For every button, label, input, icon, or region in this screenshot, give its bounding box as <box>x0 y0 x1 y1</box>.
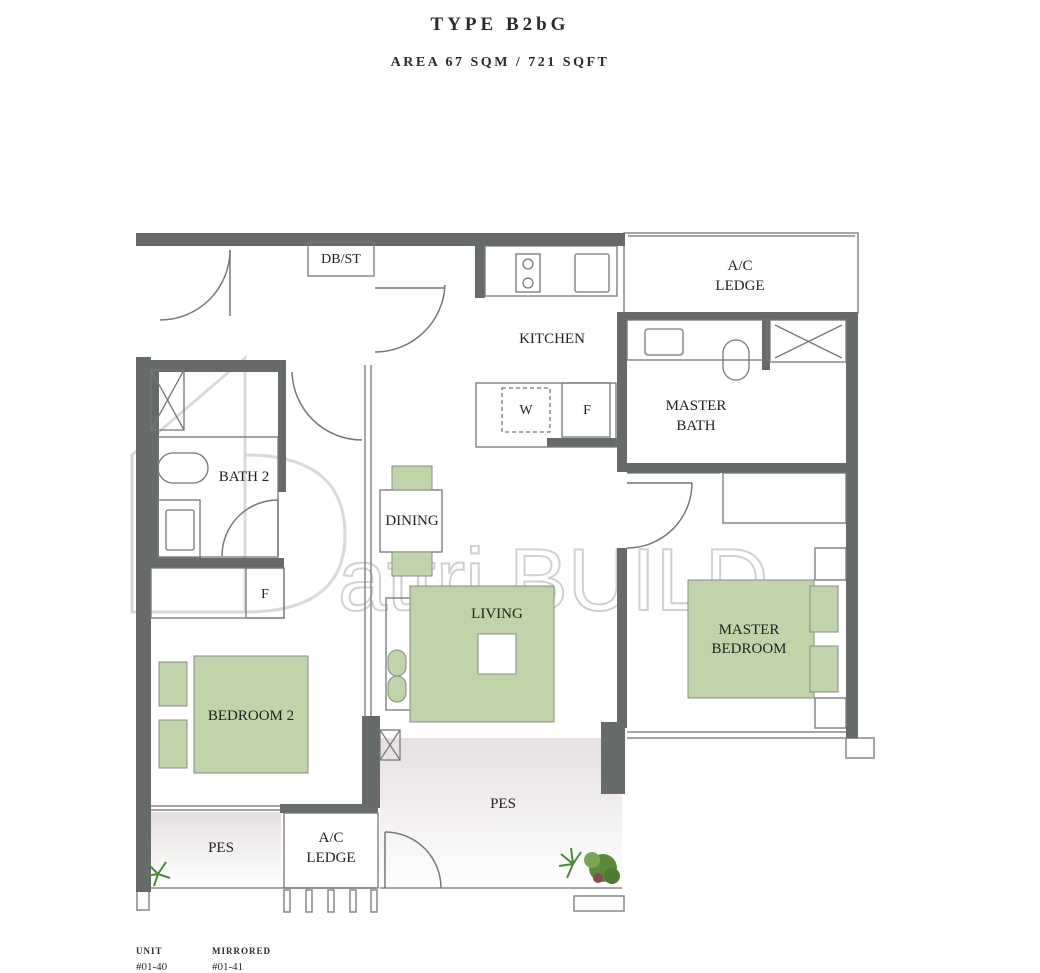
label-pes-main: PES <box>490 796 516 812</box>
door-swings <box>159 249 693 889</box>
label-master-bath-2: BATH <box>676 418 715 434</box>
coffee-table <box>477 633 517 675</box>
label-kitchen: KITCHEN <box>519 331 585 347</box>
label-ac-ledge-bottom-2: LEDGE <box>306 850 355 866</box>
label-master-bath-1: MASTER <box>666 398 727 414</box>
label-ac-ledge-top-2: LEDGE <box>715 278 764 294</box>
plant-icon <box>145 847 620 887</box>
unit-label: UNIT <box>136 946 163 956</box>
mirrored-label: MIRRORED <box>212 946 271 956</box>
walls <box>136 233 858 892</box>
label-master-bedroom-2: BEDROOM <box>711 641 786 657</box>
label-pes-small: PES <box>208 840 234 856</box>
master-bed <box>687 579 815 699</box>
pes-small-floor <box>151 812 281 888</box>
label-ac-ledge-bottom-1: A/C <box>318 830 343 846</box>
label-washer: W <box>519 403 533 418</box>
label-ac-ledge-top-1: A/C <box>727 258 752 274</box>
bedroom2-bed <box>193 655 309 774</box>
plan-area: AREA 67 SQM / 721 SQFT <box>390 55 610 70</box>
dining-chair-bottom <box>391 551 433 577</box>
label-living: LIVING <box>471 606 523 622</box>
label-bedroom2: BEDROOM 2 <box>208 708 294 724</box>
plan-title: TYPE B2bG <box>430 14 570 35</box>
label-wardrobe-f: F <box>261 587 269 602</box>
label-master-bedroom-1: MASTER <box>719 622 780 638</box>
dining-chair-top <box>391 465 433 491</box>
pes-main-floor <box>380 738 622 890</box>
label-bath2: BATH 2 <box>219 469 269 485</box>
room-labels: DB/ST A/C LEDGE KITCHEN W F MASTER BATH … <box>208 252 787 866</box>
unit-value: #01-40 <box>136 961 168 973</box>
mirrored-value: #01-41 <box>212 961 244 973</box>
label-dining: DINING <box>385 513 438 529</box>
label-fridge: F <box>583 403 591 418</box>
label-db-st: DB/ST <box>321 252 361 267</box>
